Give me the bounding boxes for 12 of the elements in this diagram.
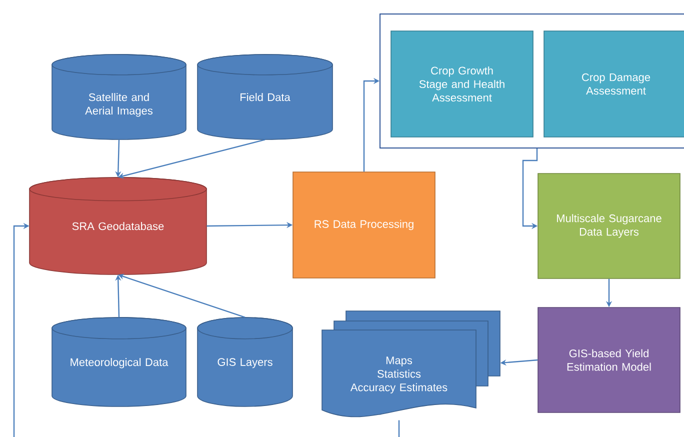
database-cylinder: Satellite and Aerial Images <box>52 54 186 140</box>
process-box: GIS-based Yield Estimation Model <box>538 307 680 413</box>
database-cylinder: Meteorological Data <box>52 317 186 407</box>
database-cylinder: SRA Geodatabase <box>29 177 207 275</box>
process-box: Crop Growth Stage and Health Assessment <box>390 30 534 138</box>
process-box: Crop Damage Assessment <box>544 30 684 138</box>
group-frame <box>380 14 684 148</box>
database-cylinder: Field Data <box>197 54 333 140</box>
database-cylinder: GIS Layers <box>197 317 293 407</box>
multi-document-stack: Maps Statistics Accuracy Estimates <box>322 310 500 418</box>
process-box: RS Data Processing <box>292 172 436 278</box>
process-box: Multiscale Sugarcane Data Layers <box>538 173 680 279</box>
